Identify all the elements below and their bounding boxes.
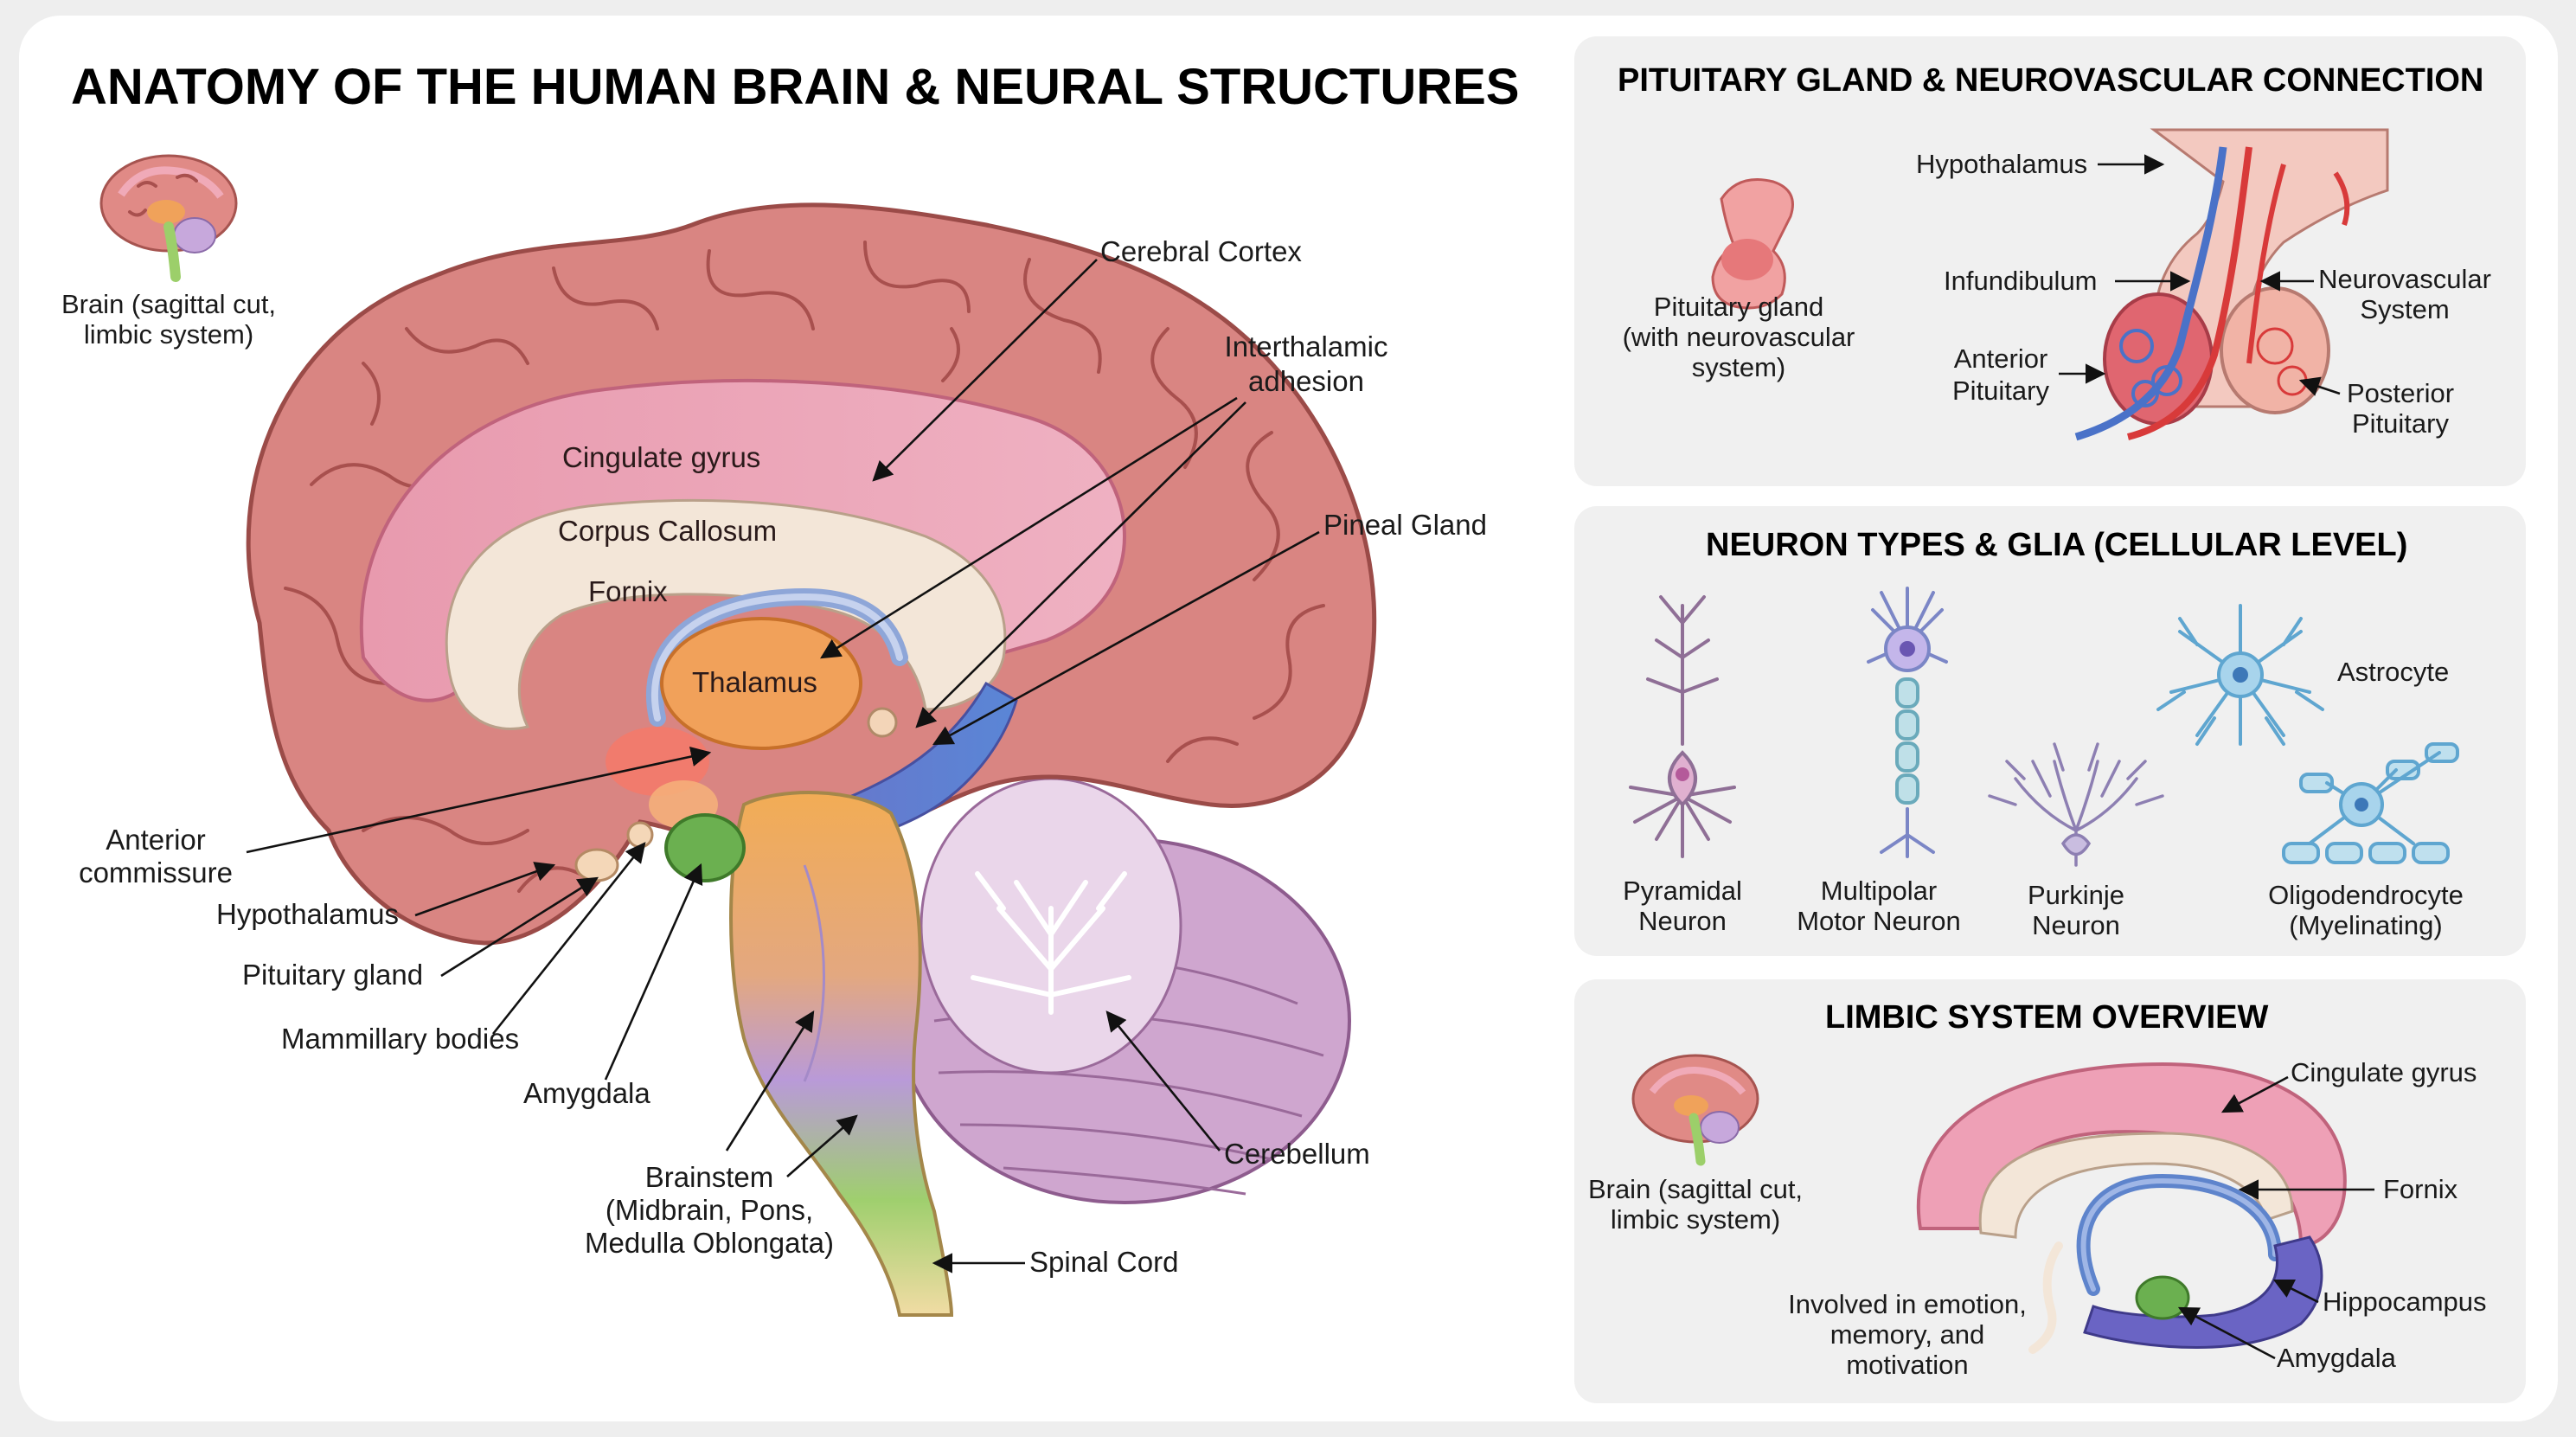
limbic-note-3: motivation — [1846, 1350, 1968, 1380]
pituitary-panel-title: PITUITARY GLAND & NEUROVASCULAR CONNECTI… — [1618, 62, 2483, 99]
label-brainstem-1: Brainstem — [645, 1161, 774, 1193]
multipolar-label-2: Motor Neuron — [1797, 906, 1961, 936]
limbic-panel-title: LIMBIC SYSTEM OVERVIEW — [1825, 999, 2268, 1036]
pit-hypothalamus-label: Hypothalamus — [1916, 149, 2087, 179]
label-brainstem-2: (Midbrain, Pons, — [606, 1194, 813, 1226]
limbic-thumb-label-2: limbic system) — [1611, 1204, 1780, 1235]
label-amygdala: Amygdala — [523, 1077, 650, 1109]
limbic-fornix-label: Fornix — [2383, 1174, 2458, 1204]
limbic-note-2: memory, and — [1830, 1319, 1985, 1350]
label-cerebellum: Cerebellum — [1224, 1138, 1370, 1170]
mammillary-bodies — [628, 823, 652, 847]
astrocyte-label: Astrocyte — [2337, 657, 2449, 687]
pit-gland-label-1: Pituitary gland — [1654, 292, 1823, 322]
label-anterior-commissure-1: Anterior — [106, 824, 206, 856]
multipolar-label-1: Multipolar — [1821, 876, 1937, 906]
label-spinal-cord: Spinal Cord — [1029, 1246, 1178, 1278]
thumbnail-label-2: limbic system) — [84, 319, 253, 350]
pit-gland-label-3: system) — [1692, 352, 1786, 382]
limbic-hippocampus-label: Hippocampus — [2323, 1286, 2487, 1317]
pit-anterior-label-1: Anterior — [1954, 343, 2048, 374]
limbic-thumb-label-1: Brain (sagittal cut, — [1588, 1174, 1803, 1204]
label-fornix: Fornix — [588, 575, 668, 607]
label-anterior-commissure-2: commissure — [79, 856, 233, 889]
label-cingulate-gyrus: Cingulate gyrus — [562, 441, 760, 473]
limbic-amygdala-label: Amygdala — [2277, 1343, 2397, 1373]
label-cerebral-cortex: Cerebral Cortex — [1100, 235, 1302, 267]
label-corpus-callosum: Corpus Callosum — [558, 515, 777, 547]
label-interthalamic-2: adhesion — [1248, 365, 1364, 397]
limbic-note-1: Involved in emotion, — [1788, 1289, 2027, 1319]
label-brainstem-3: Medulla Oblongata) — [585, 1227, 834, 1259]
pit-gland-label-2: (with neurovascular — [1623, 322, 1855, 352]
label-hypothalamus: Hypothalamus — [216, 898, 399, 930]
oligodendrocyte-label-2: (Myelinating) — [2289, 910, 2442, 940]
pit-posterior-label-1: Posterior — [2347, 378, 2454, 408]
pit-infundibulum-label: Infundibulum — [1944, 266, 2098, 296]
pit-neurovascular-label-2: System — [2360, 294, 2449, 324]
page-title: ANATOMY OF THE HUMAN BRAIN & NEURAL STRU… — [71, 59, 1520, 115]
amygdala — [666, 815, 744, 881]
pit-posterior-label-2: Pituitary — [2352, 408, 2449, 439]
purkinje-label-1: Purkinje — [2028, 880, 2124, 910]
pit-neurovascular-label-1: Neurovascular — [2318, 264, 2491, 294]
pit-anterior-label-2: Pituitary — [1952, 375, 2049, 406]
thumbnail-label-1: Brain (sagittal cut, — [61, 289, 276, 319]
oligodendrocyte-label-1: Oligodendrocyte — [2268, 880, 2464, 910]
label-pineal-gland: Pineal Gland — [1323, 509, 1487, 541]
pyramidal-label-1: Pyramidal — [1623, 876, 1742, 906]
pituitary-gland — [576, 850, 618, 881]
label-interthalamic-1: Interthalamic — [1225, 330, 1388, 362]
purkinje-label-2: Neuron — [2032, 910, 2120, 940]
pyramidal-label-2: Neuron — [1638, 906, 1727, 936]
neuron-panel-title: NEURON TYPES & GLIA (CELLULAR LEVEL) — [1706, 527, 2407, 563]
limbic-cingulate-label: Cingulate gyrus — [2291, 1057, 2477, 1087]
label-mammillary-bodies: Mammillary bodies — [281, 1023, 519, 1055]
label-thalamus: Thalamus — [692, 666, 817, 698]
pineal-gland — [868, 709, 896, 736]
label-pituitary-gland: Pituitary gland — [242, 959, 423, 991]
